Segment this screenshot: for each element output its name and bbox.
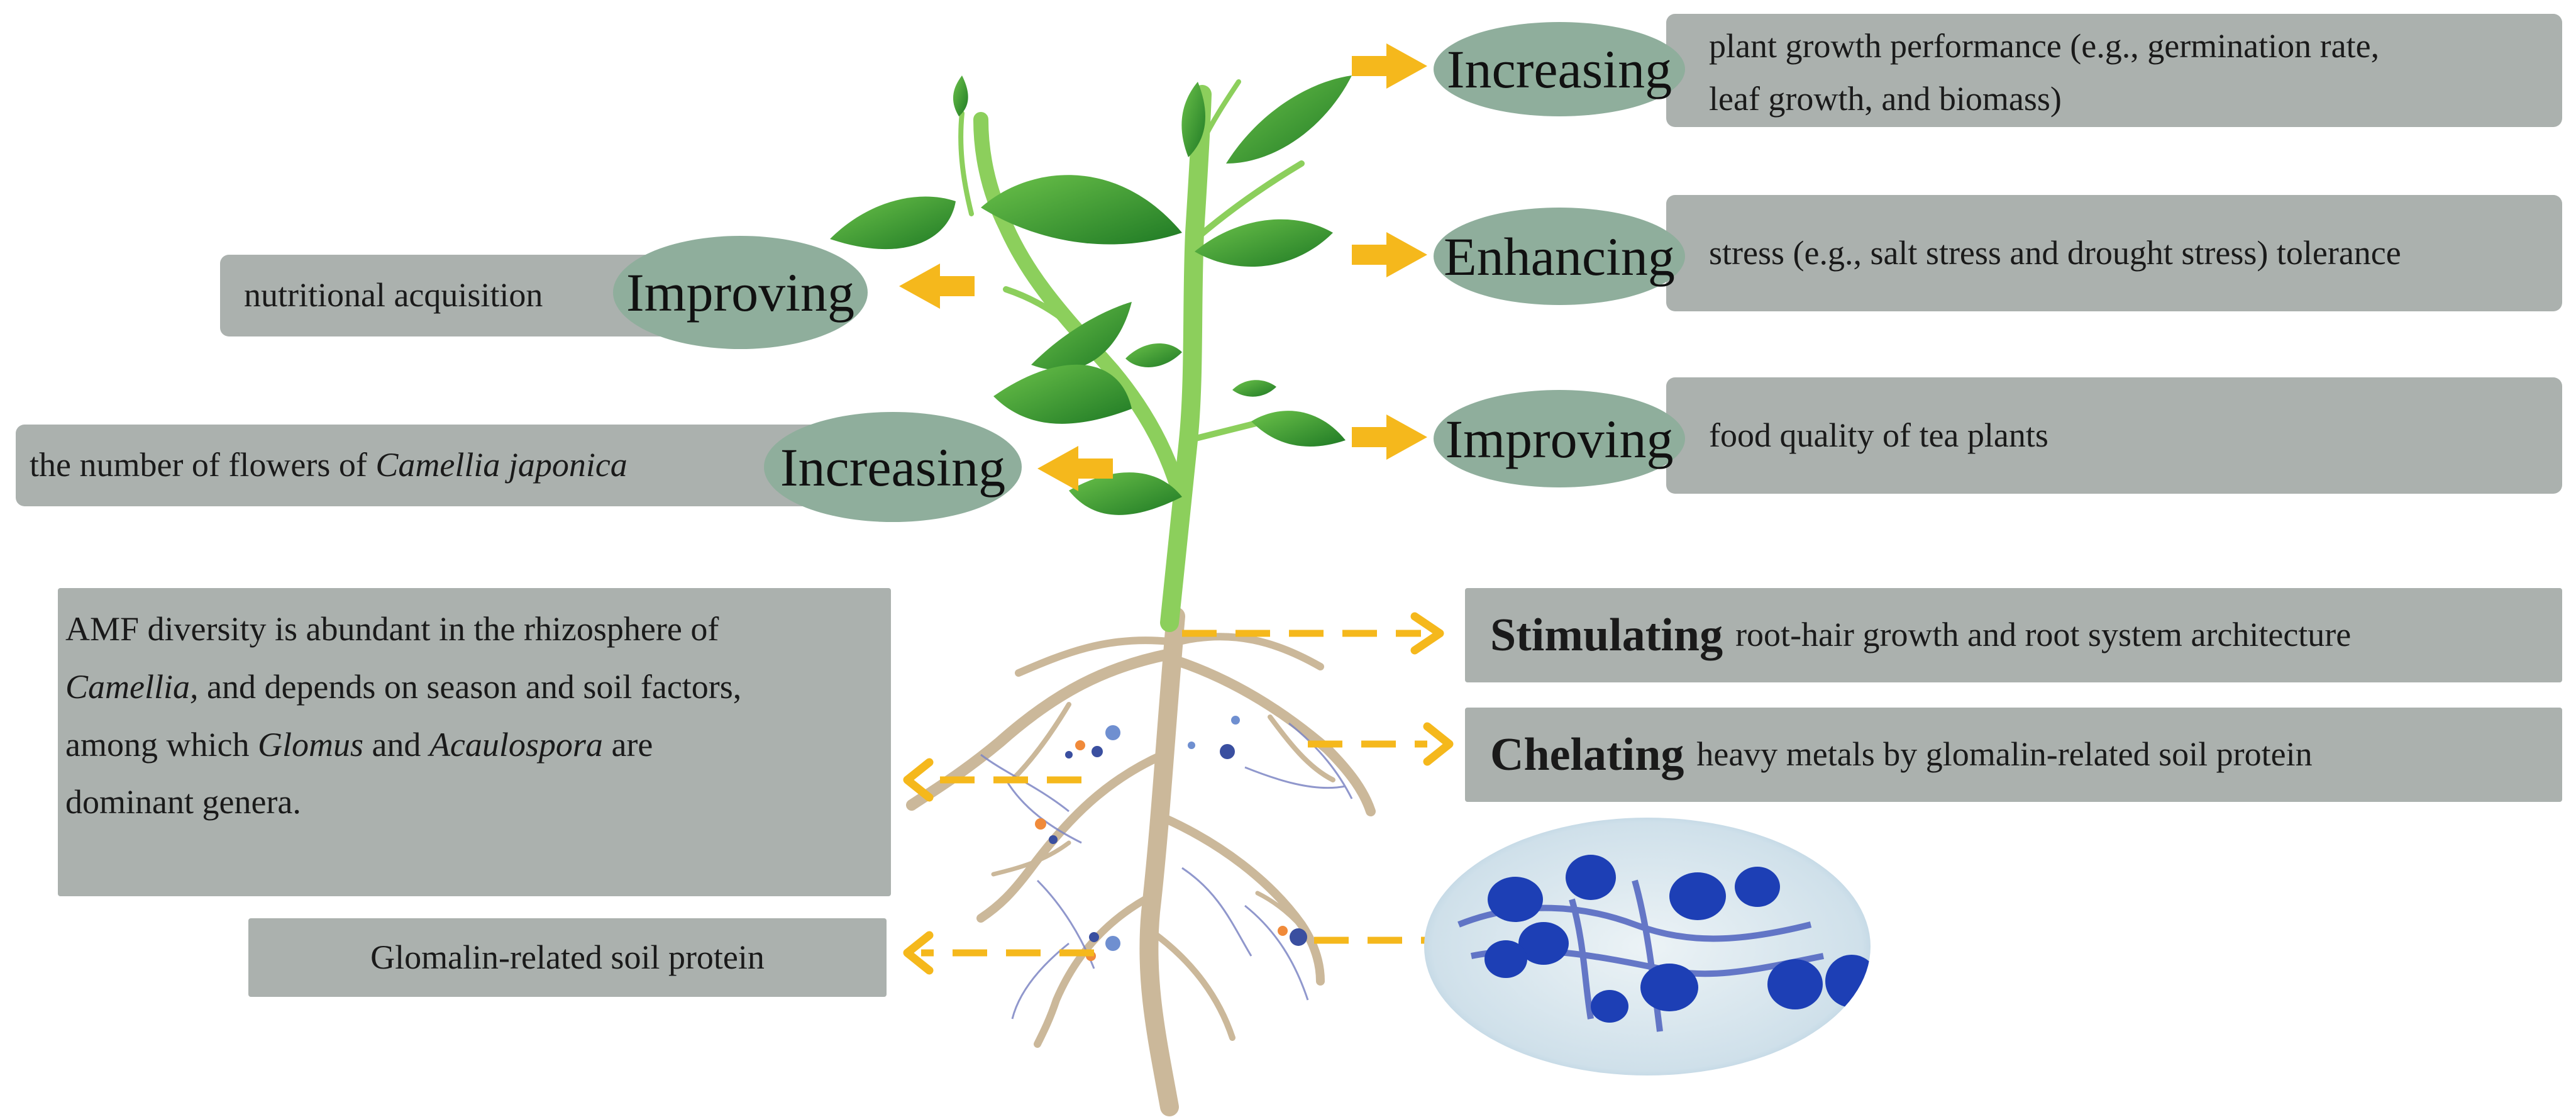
root-system xyxy=(906,607,1376,1116)
effect-text-flowers-plain: the number of flowers of xyxy=(30,446,376,484)
root-effect-arrows xyxy=(921,630,1440,957)
arrow-enhancing-stress xyxy=(1352,232,1427,277)
root-effect-box-stimulating: Stimulating root-hair growth and root sy… xyxy=(1465,588,2562,682)
amf-line-1: AMF diversity is abundant in the rhizosp… xyxy=(65,610,719,648)
effect-text-flowers-species: Camellia japonica xyxy=(375,446,627,484)
root-effect-lead-chelating: Chelating xyxy=(1490,728,1684,781)
effect-text-flowers: the number of flowers of Camellia japoni… xyxy=(30,439,627,492)
amf-line-2: Camellia, and depends on season and soil… xyxy=(65,659,891,716)
amf-genus-acaulospora: Acaulospora xyxy=(429,725,603,764)
effect-verb-enhancing-stress: Enhancing xyxy=(1434,208,1685,305)
grsp-text: Glomalin-related soil protein xyxy=(370,938,765,976)
root-effect-text-chelating: heavy metals by glomalin-related soil pr… xyxy=(1696,735,2313,774)
arrowhead-chelating xyxy=(1423,722,1454,766)
amf-line-3: among which Glomus and Acaulospora are xyxy=(65,716,891,774)
root-effect-box-chelating: Chelating heavy metals by glomalin-relat… xyxy=(1465,708,2562,802)
arrowhead-stimulating xyxy=(1410,612,1444,655)
root-effect-lead-stimulating: Stimulating xyxy=(1490,609,1723,661)
amf-line-3-c: are xyxy=(602,725,653,764)
amf-diversity-box: AMF diversity is abundant in the rhizosp… xyxy=(58,588,891,896)
amf-line-3-a: among which xyxy=(65,725,258,764)
arrow-improving-nutrition xyxy=(899,264,975,309)
arrow-increasing-flowers xyxy=(1037,446,1113,491)
amf-line-3-b: and xyxy=(363,725,429,764)
effect-box-stress: stress (e.g., salt stress and drought st… xyxy=(1666,195,2562,311)
amf-genus-camellia: Camellia, xyxy=(65,667,199,706)
grsp-box: Glomalin-related soil protein xyxy=(248,918,887,997)
effect-text-growth-line1: plant growth performance (e.g., germinat… xyxy=(1709,27,2380,65)
effect-box-growth: plant growth performance (e.g., germinat… xyxy=(1666,14,2562,127)
arrow-improving-quality xyxy=(1352,414,1427,460)
effect-verb-increasing-growth: Increasing xyxy=(1434,22,1685,116)
effect-verb-improving-nutrition: Improving xyxy=(613,236,868,349)
stained-arbuscular-mycorrhiza-micrograph-icon xyxy=(1424,818,1871,1075)
effect-text-stress: stress (e.g., salt stress and drought st… xyxy=(1709,233,2401,272)
root-effect-text-stimulating: root-hair growth and root system archite… xyxy=(1735,616,2352,654)
effect-verb-improving-quality: Improving xyxy=(1434,390,1685,487)
effect-box-quality: food quality of tea plants xyxy=(1666,377,2562,494)
amf-line-2-rest: and depends on season and soil factors, xyxy=(198,667,742,706)
effect-text-quality: food quality of tea plants xyxy=(1709,416,2048,454)
amf-line-4: dominant genera. xyxy=(65,783,301,821)
arrowhead-grsp xyxy=(903,931,934,975)
arrowhead-amf xyxy=(903,758,934,802)
plant-leaves xyxy=(830,75,1352,515)
effect-verb-increasing-flowers: Increasing xyxy=(764,412,1022,522)
amf-genus-glomus: Glomus xyxy=(257,725,363,764)
arrow-increasing-growth xyxy=(1352,43,1427,89)
plant-stem xyxy=(958,79,1305,632)
effect-box-flowers: the number of flowers of Camellia japoni… xyxy=(16,425,827,506)
effect-text-nutrition: nutritional acquisition xyxy=(244,276,543,314)
effect-text-growth-line2: leaf growth, and biomass) xyxy=(1709,79,2062,118)
effect-arrows xyxy=(899,43,1427,491)
